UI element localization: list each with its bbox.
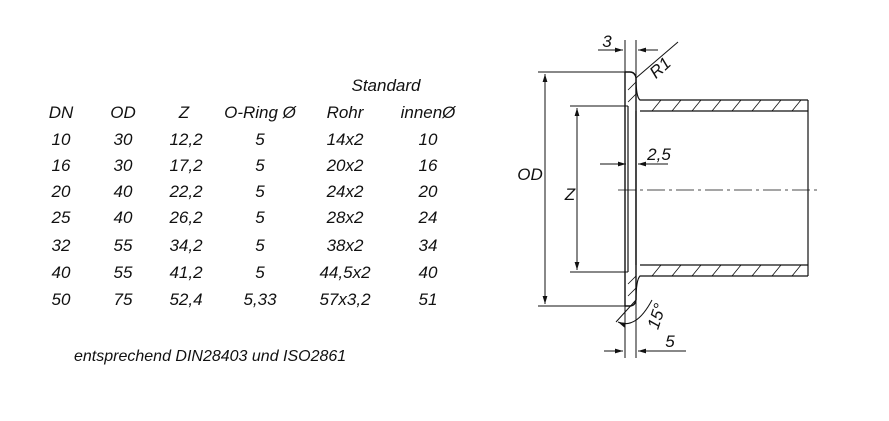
header-dn: DN xyxy=(48,103,74,122)
table-cell: 10 xyxy=(418,130,438,149)
table-cell: 41,2 xyxy=(169,263,203,282)
table-cell: 5 xyxy=(255,156,265,175)
pipe-wall-hatching xyxy=(627,81,802,297)
table-cell: 40 xyxy=(51,263,71,282)
z-label: Z xyxy=(564,185,576,204)
header-z: Z xyxy=(178,103,190,122)
chamfer-bottom xyxy=(635,275,808,301)
header-oring: O-Ring Ø xyxy=(224,103,296,122)
table-cell: 10 xyxy=(51,130,71,149)
table-cell: 51 xyxy=(418,290,438,309)
table-cell: 28x2 xyxy=(326,208,364,227)
bottom-width-dimension xyxy=(604,300,686,358)
z-dimension xyxy=(570,105,628,273)
table-cell: 5 xyxy=(255,236,265,255)
standards-note: entsprechend DIN28403 und ISO2861 xyxy=(74,348,347,365)
chamfer-top xyxy=(635,77,808,101)
radius-leader xyxy=(635,41,679,79)
table-cell: 44,5x2 xyxy=(319,263,371,282)
table-cell: 12,2 xyxy=(169,130,203,149)
table-cell: 17,2 xyxy=(169,156,203,175)
radius-label: R1 xyxy=(646,54,675,83)
table-cell: 30 xyxy=(113,156,133,175)
table-cell: 22,2 xyxy=(169,182,203,201)
table-cell: 20 xyxy=(418,182,438,201)
od-dimension xyxy=(538,71,625,307)
header-rohr: Rohr xyxy=(326,103,364,122)
table-cell: 24x2 xyxy=(326,182,364,201)
table-cell: 14x2 xyxy=(326,130,364,149)
table-cell: 34 xyxy=(418,236,438,255)
table-cell: 75 xyxy=(113,290,133,309)
table-cell: 24 xyxy=(418,208,438,227)
table-cell: 50 xyxy=(51,290,71,309)
header-group-standard: Standard xyxy=(351,76,421,95)
table-cell: 5,33 xyxy=(243,290,277,309)
header-od: OD xyxy=(110,103,136,122)
table-cell: 40 xyxy=(113,208,133,227)
table-cell: 32 xyxy=(51,236,71,255)
angle-label: 15° xyxy=(644,301,670,332)
table-cell: 34,2 xyxy=(169,236,203,255)
table-cell: 5 xyxy=(255,182,265,201)
table-cell: 40 xyxy=(113,182,133,201)
table-cell: 16 xyxy=(418,156,438,175)
table-cell: 5 xyxy=(255,263,265,282)
od-label: OD xyxy=(517,165,543,184)
top-width-dimension xyxy=(598,40,658,78)
table-cell: 57x3,2 xyxy=(319,290,371,309)
table-cell: 55 xyxy=(113,236,133,255)
table-cell: 52,4 xyxy=(169,290,203,309)
table-cell: 30 xyxy=(113,130,133,149)
table-cell: 38x2 xyxy=(326,236,364,255)
table-cell: 5 xyxy=(255,208,265,227)
groove-label: 2,5 xyxy=(646,145,671,164)
top-width-label: 3 xyxy=(602,32,612,51)
table-cell: 5 xyxy=(255,130,265,149)
table-cell: 20 xyxy=(51,182,71,201)
table-cell: 16 xyxy=(51,156,71,175)
header-innen: innenØ xyxy=(400,103,456,122)
bottom-width-label: 5 xyxy=(665,332,675,351)
table-cell: 55 xyxy=(113,263,133,282)
flange-outline xyxy=(624,71,637,307)
table-cell: 20x2 xyxy=(326,156,364,175)
table-cell: 40 xyxy=(418,263,438,282)
table-cell: 26,2 xyxy=(169,208,203,227)
table-cell: 25 xyxy=(51,208,71,227)
